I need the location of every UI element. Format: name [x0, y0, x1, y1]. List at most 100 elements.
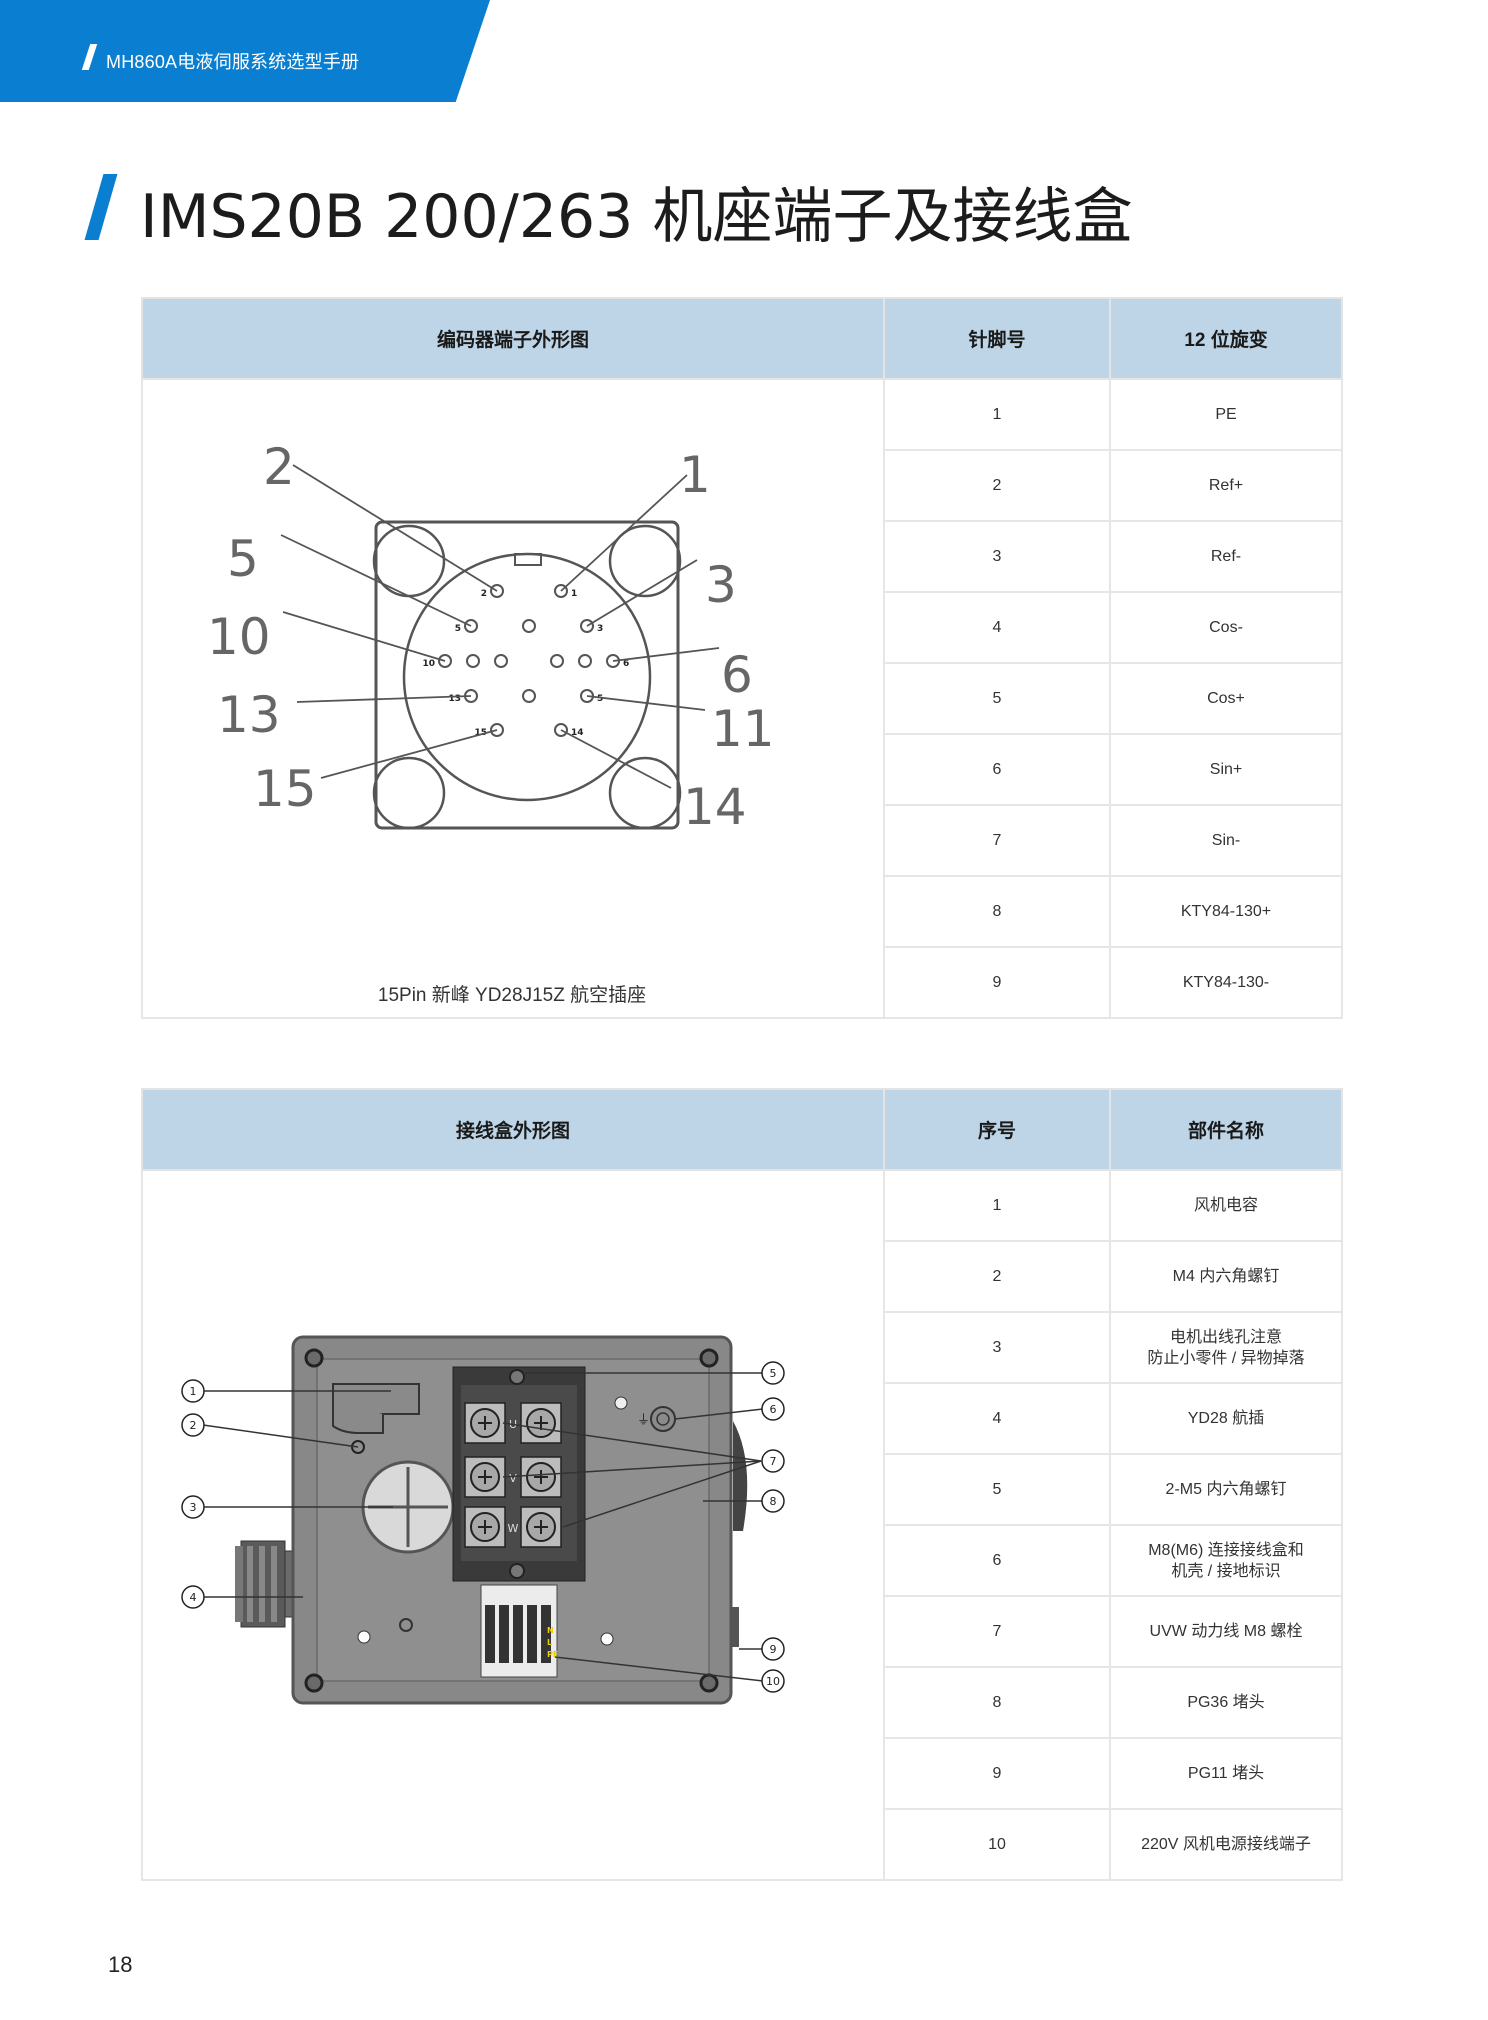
m5-screw-icon [509, 1563, 525, 1579]
pin-hole-icon [466, 654, 480, 668]
corner-screw-icon [304, 1673, 324, 1693]
serial-number-cell: 10 [883, 1808, 1111, 1881]
pin-hole-icon [578, 654, 592, 668]
pin-hole-icon [554, 723, 568, 737]
vent-hole [600, 1632, 614, 1646]
pin-number-cell: 3 [883, 520, 1111, 593]
signal-name-cell: Cos- [1109, 591, 1343, 664]
pin-number-cell: 1 [883, 378, 1111, 451]
mount-hole-icon [608, 524, 682, 598]
aviation-plug-icon [235, 1540, 302, 1628]
callout-number: 2 [190, 1419, 197, 1432]
serial-number-cell: 4 [883, 1382, 1111, 1455]
encoder-figure-header: 编码器端子外形图 [141, 297, 885, 380]
pin-callout-number: 1 [679, 446, 711, 504]
vent-hole [357, 1630, 371, 1644]
part-name-cell: 220V 风机电源接线端子 [1109, 1808, 1343, 1881]
callout-bubble-icon [761, 1489, 785, 1513]
leader-line [280, 534, 472, 627]
flange-outline [374, 520, 680, 830]
pin-small-label: 2 [481, 589, 487, 599]
pin-hole-icon [522, 619, 536, 633]
pin-small-label: 14 [571, 728, 584, 738]
callout-number: 8 [770, 1495, 777, 1508]
signal-name-cell: KTY84-130+ [1109, 875, 1343, 948]
callout-number: 5 [770, 1367, 777, 1380]
callout-number: 1 [190, 1385, 197, 1398]
callout-number: 6 [770, 1403, 777, 1416]
leader-line [282, 611, 446, 662]
part-name-header: 部件名称 [1109, 1088, 1343, 1171]
leader-line [202, 1424, 359, 1448]
serial-number-cell: 5 [883, 1453, 1111, 1526]
pin-number-cell: 9 [883, 946, 1111, 1019]
leader-line [502, 1460, 762, 1478]
part-name-cell: PG11 堵头 [1109, 1737, 1343, 1810]
mount-hole-icon [372, 756, 446, 830]
m4-screw-icon [351, 1440, 365, 1454]
figure-caption: 15Pin 新峰 YD28J15Z 航空插座 [377, 985, 647, 1006]
ground-symbol-icon: ⏚ [637, 1413, 650, 1428]
leader-line [292, 464, 498, 592]
pin-small-label: 1 [571, 589, 577, 599]
callout-bubble-icon [761, 1637, 785, 1661]
callout-number: 4 [190, 1591, 197, 1604]
pin-small-label: 5 [597, 694, 603, 704]
leader-line [560, 474, 688, 592]
pin-hole-icon [580, 619, 594, 633]
callout-number: 9 [770, 1643, 777, 1656]
pin-callout-number: 13 [217, 686, 281, 744]
part-name-cell: UVW 动力线 M8 螺栓 [1109, 1595, 1343, 1668]
vent-hole [614, 1396, 628, 1410]
pin-hole-icon [438, 654, 452, 668]
serial-number-header: 序号 [883, 1088, 1111, 1171]
fan-terminal-label: PE [547, 1650, 558, 1659]
signal-name-cell: Cos+ [1109, 662, 1343, 735]
corner-screw-icon [699, 1348, 719, 1368]
pin-number-header: 针脚号 [883, 297, 1111, 380]
pin-small-label: 10 [422, 659, 435, 669]
ground-screw-icon [650, 1406, 676, 1432]
leader-line [586, 695, 706, 711]
part-name-cell: PG36 堵头 [1109, 1666, 1343, 1739]
header-banner [0, 0, 490, 102]
key-notch [514, 553, 542, 566]
page-title: IMS20B 200/263 机座端子及接线盒 [140, 182, 1133, 252]
terminal-phase-label: V [509, 1472, 517, 1485]
signal-name-cell: Ref- [1109, 520, 1343, 593]
pin-small-label: 3 [597, 624, 603, 634]
pin-number-cell: 8 [883, 875, 1111, 948]
callout-bubble-icon [181, 1495, 205, 1519]
part-name-cell: M4 内六角螺钉 [1109, 1240, 1343, 1313]
pg36-plug-side [733, 1421, 748, 1531]
pin-hole-icon [522, 689, 536, 703]
part-name-cell: 电机出线孔注意 防止小零件 / 异物掉落 [1109, 1311, 1343, 1384]
pin-hole-icon [554, 584, 568, 598]
resolver-header: 12 位旋变 [1109, 297, 1343, 380]
pin-small-label: 6 [623, 659, 629, 669]
callout-bubble-icon [181, 1379, 205, 1403]
pin-hole-icon [490, 584, 504, 598]
pin-number-cell: 4 [883, 591, 1111, 664]
pin-small-label: 5 [455, 624, 461, 634]
pin-callout-number: 11 [711, 700, 775, 758]
vent-hole [399, 1618, 413, 1632]
